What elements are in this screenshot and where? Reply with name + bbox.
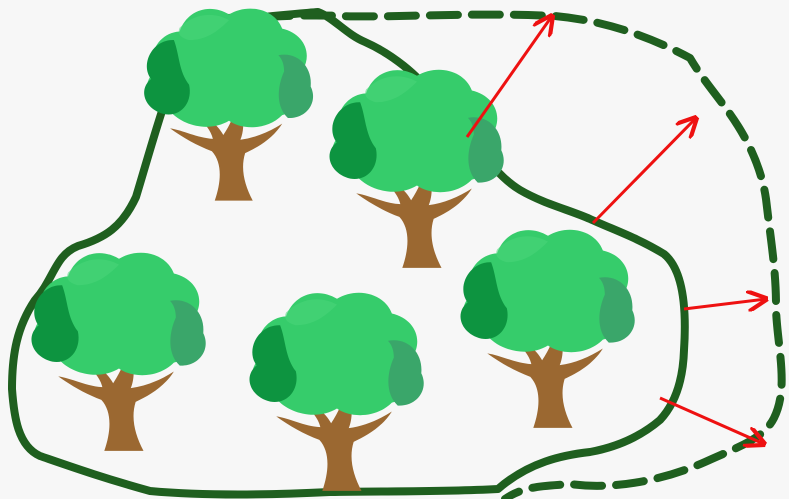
tree-icon — [250, 293, 424, 491]
expansion-arrow — [684, 299, 766, 309]
expansion-arrow — [467, 16, 552, 137]
tree-icon — [461, 230, 635, 428]
tree-icon — [330, 70, 504, 268]
tree-icon — [32, 253, 206, 451]
expansion-arrow — [593, 118, 696, 223]
tree-icon — [144, 9, 313, 201]
expansion-arrow — [660, 398, 764, 444]
